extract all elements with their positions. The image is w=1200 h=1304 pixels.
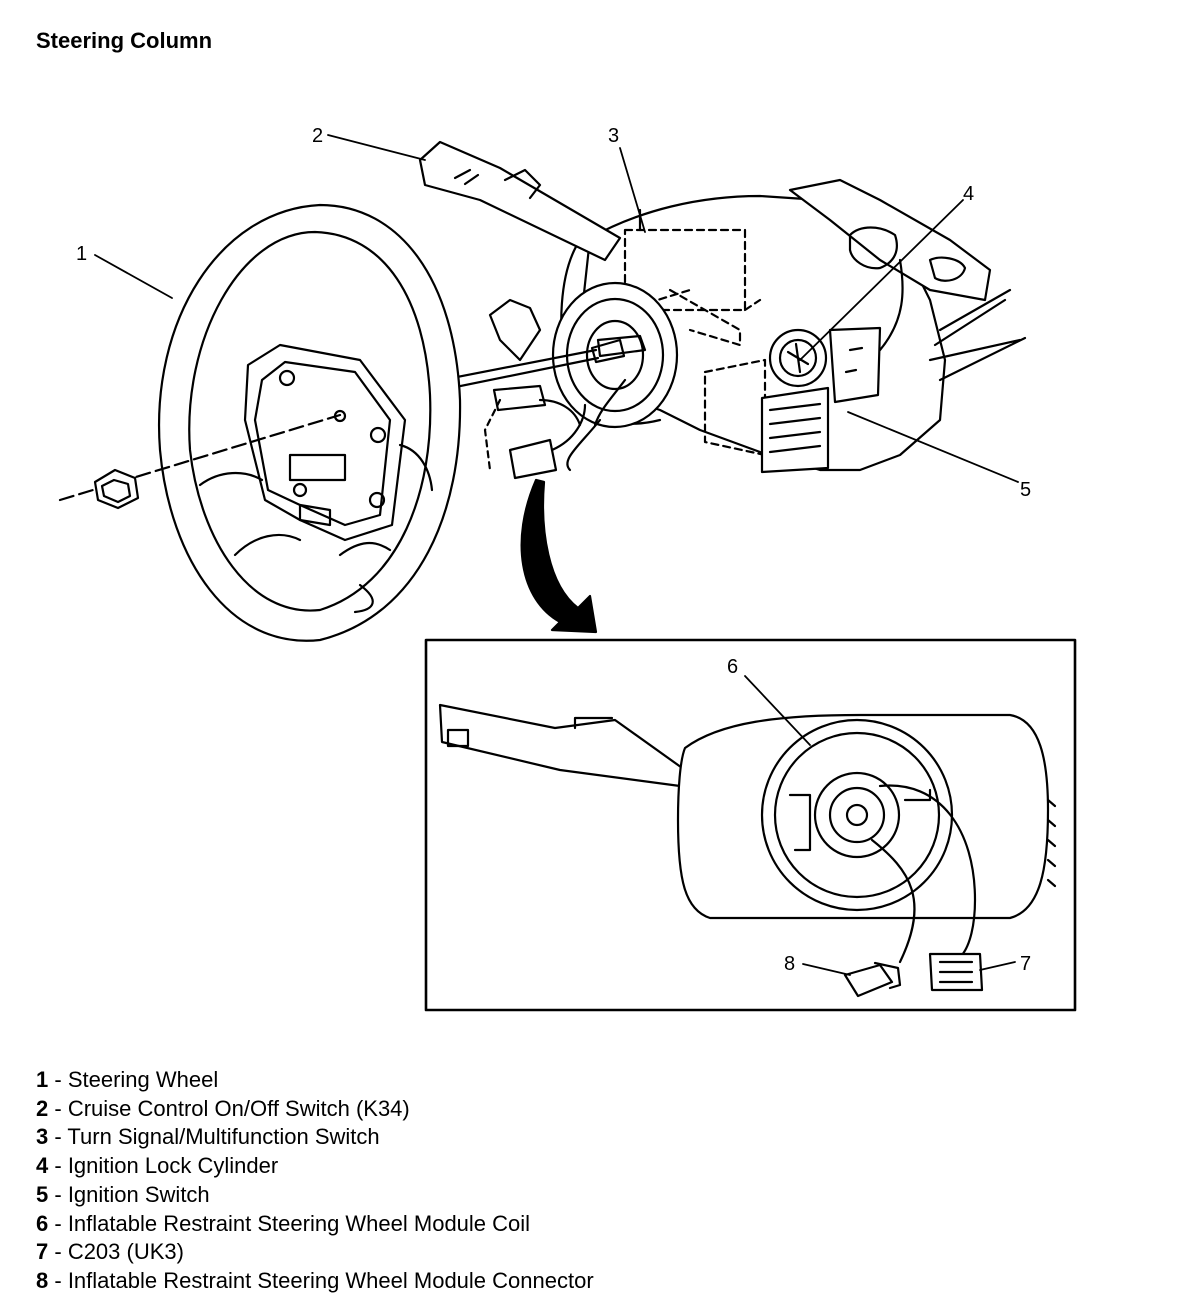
legend-label: Ignition Switch	[67, 1181, 210, 1207]
legend-number: 8	[36, 1267, 49, 1293]
legend-label: Ignition Lock Cylinder	[67, 1153, 279, 1179]
callout-2: 2	[312, 125, 323, 147]
legend-number: 4	[36, 1153, 49, 1179]
shaft-connectors	[483, 298, 587, 480]
callout-1: 1	[76, 243, 87, 265]
callout-6: 6	[727, 656, 738, 678]
steering-column-diagram: 1 2 3 4 5 6 7 8	[58, 125, 1077, 1012]
legend-item: 7 - C203 (UK3)	[36, 1239, 184, 1265]
legend-item: 6 - Inflatable Restraint Steering Wheel …	[36, 1210, 531, 1236]
legend-item: 8 - Inflatable Restraint Steering Wheel …	[36, 1267, 594, 1293]
parts-legend: 1 - Steering Wheel 2 - Cruise Control On…	[36, 1066, 594, 1296]
legend-number: 5	[36, 1181, 49, 1207]
callout-3: 3	[608, 125, 619, 147]
page-title: Steering Column	[36, 28, 213, 53]
legend-label: Inflatable Restraint Steering Wheel Modu…	[67, 1210, 531, 1236]
callout-8: 8	[784, 953, 795, 975]
cruise-control-lever	[418, 140, 622, 262]
legend-number: 2	[36, 1095, 49, 1121]
legend-item: 4 - Ignition Lock Cylinder	[36, 1153, 279, 1179]
detail-arrow	[520, 478, 598, 634]
legend-label: Inflatable Restraint Steering Wheel Modu…	[67, 1267, 594, 1293]
legend-label: Steering Wheel	[67, 1067, 219, 1092]
leader-lines	[94, 134, 1019, 976]
steering-wheel	[58, 203, 462, 642]
legend-number: 1	[36, 1067, 49, 1092]
legend-label: Turn Signal/Multifunction Switch	[67, 1124, 380, 1150]
legend-item: 1 - Steering Wheel	[36, 1067, 219, 1092]
detail-coil	[438, 703, 1057, 998]
callout-7: 7	[1020, 953, 1031, 975]
callout-4: 4	[963, 183, 974, 205]
callout-5: 5	[1020, 479, 1031, 501]
legend-label: C203 (UK3)	[67, 1239, 184, 1265]
legend-item: 3 - Turn Signal/Multifunction Switch	[36, 1124, 380, 1150]
coil-assembly	[378, 281, 679, 472]
legend-number: 3	[36, 1124, 49, 1150]
legend-label: Cruise Control On/Off Switch (K34)	[67, 1095, 410, 1121]
legend-number: 7	[36, 1239, 49, 1265]
legend-item: 5 - Ignition Switch	[36, 1181, 210, 1207]
column-housing	[560, 178, 1027, 474]
legend-item: 2 - Cruise Control On/Off Switch (K34)	[36, 1095, 410, 1121]
legend-number: 6	[36, 1210, 49, 1236]
steering-wheel-nut	[93, 468, 140, 510]
